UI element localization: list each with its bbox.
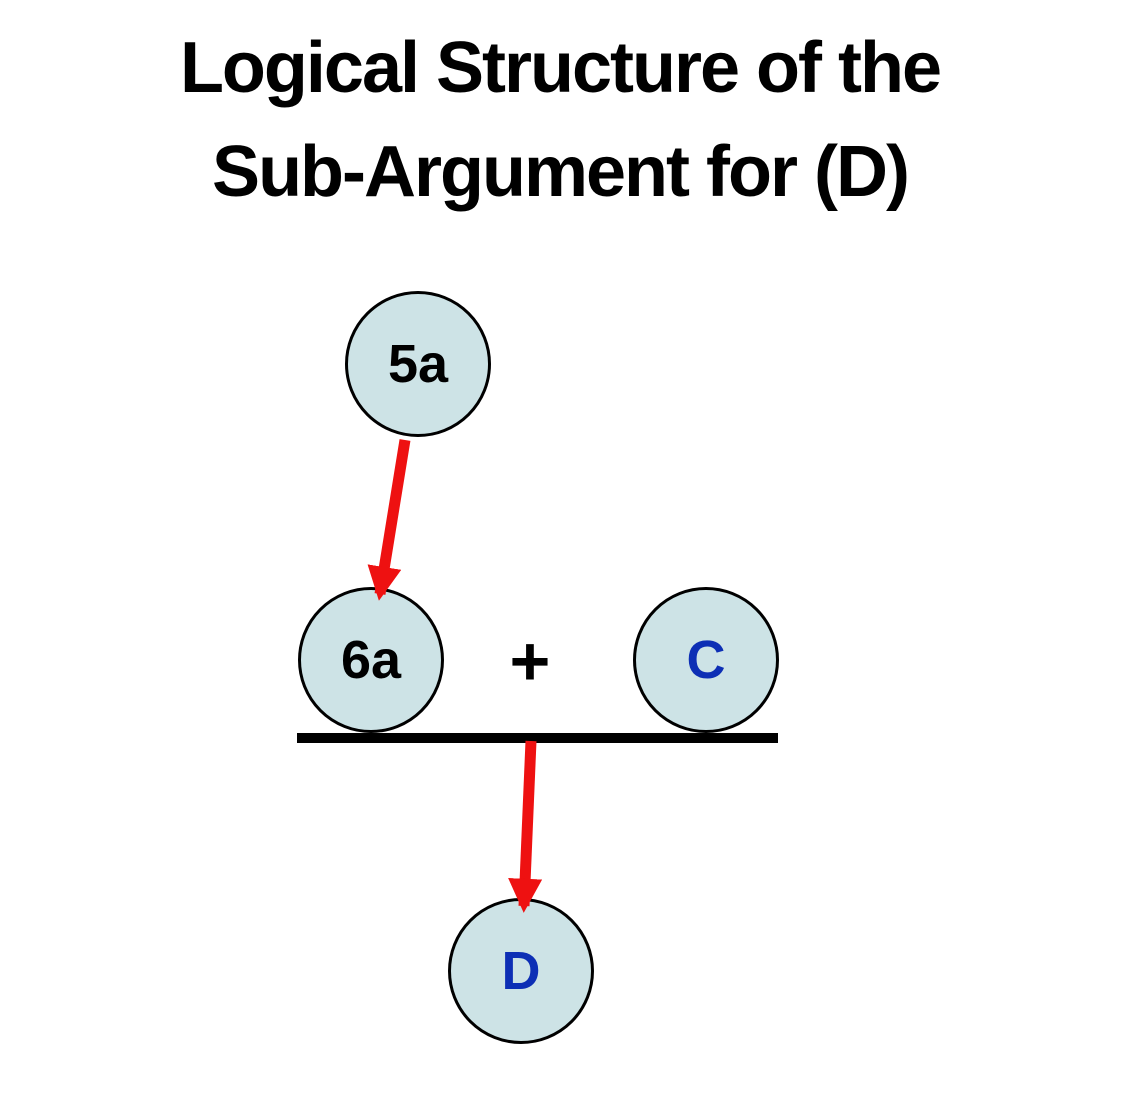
- inference-bar: [297, 733, 778, 743]
- slide-title-line2: Sub-Argument for (D): [212, 132, 910, 212]
- slide-title-line1: Logical Structure of the: [179, 28, 942, 108]
- node-6a: 6a: [298, 587, 444, 733]
- node-c: C: [633, 587, 779, 733]
- arrow-5a-to-6a: [367, 439, 411, 601]
- plus-operator: +: [509, 622, 551, 700]
- arrow-bar-to-d: [508, 740, 543, 913]
- node-d: D: [448, 898, 594, 1044]
- node-5a-label: 5a: [387, 334, 449, 394]
- node-6a-label: 6a: [340, 630, 402, 690]
- node-d-label: D: [501, 941, 541, 1001]
- slide-title: Logical Structure of the Sub-Argument fo…: [0, 16, 1120, 224]
- node-c-label: C: [686, 630, 726, 690]
- node-5a: 5a: [345, 291, 491, 437]
